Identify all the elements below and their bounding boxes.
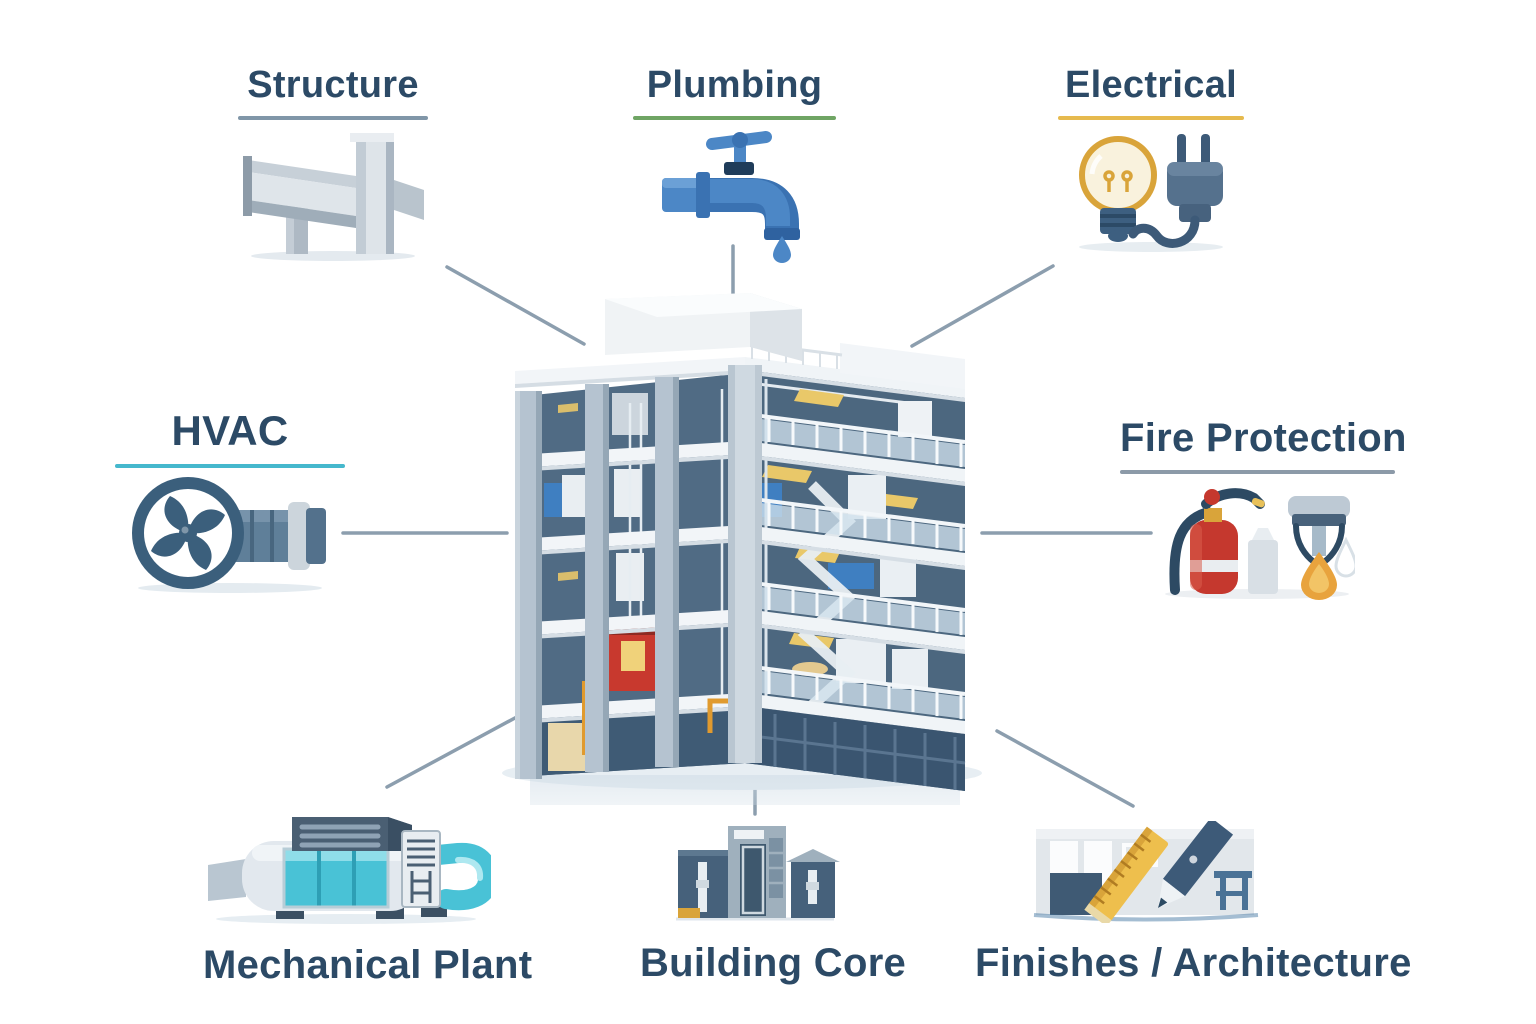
electrical-label: Electrical bbox=[1065, 64, 1237, 106]
hvac-underline bbox=[115, 464, 345, 468]
system-electrical: Electrical bbox=[1058, 62, 1244, 253]
plumbing-underline bbox=[633, 116, 836, 120]
connector-finishes bbox=[995, 729, 1135, 808]
system-fire-protection: Fire Protection bbox=[1120, 414, 1407, 600]
bulb-and-plug-icon bbox=[1071, 128, 1231, 253]
structure-underline bbox=[238, 116, 428, 120]
extinguisher-sprinkler-icon bbox=[1160, 482, 1355, 600]
penthouse bbox=[605, 293, 802, 361]
left-interiors bbox=[544, 389, 724, 713]
plumbing-label: Plumbing bbox=[646, 64, 823, 106]
building-illustration bbox=[500, 285, 990, 805]
fire-protection-underline bbox=[1120, 470, 1395, 474]
faucet-icon bbox=[660, 128, 810, 263]
finishes-architecture-label: Finishes / Architecture bbox=[975, 941, 1412, 985]
roof-volume bbox=[840, 343, 965, 389]
fan-and-duct-icon bbox=[130, 476, 330, 594]
system-hvac: HVAC bbox=[115, 406, 345, 594]
hvac-label: HVAC bbox=[171, 407, 289, 454]
chiller-unit-icon bbox=[206, 803, 491, 925]
ruler-and-pencil-icon bbox=[1028, 821, 1263, 923]
system-plumbing: Plumbing bbox=[633, 62, 836, 263]
system-mechanical-plant: Mechanical Plant bbox=[203, 795, 533, 989]
fire-protection-label: Fire Protection bbox=[1120, 416, 1407, 460]
structure-label: Structure bbox=[247, 64, 419, 106]
electrical-underline bbox=[1058, 116, 1244, 120]
elevator-core-icon bbox=[670, 820, 840, 923]
system-finishes-architecture: Finishes / Architecture bbox=[975, 813, 1412, 987]
system-building-core: Building Core bbox=[640, 812, 907, 987]
mechanical-plant-label: Mechanical Plant bbox=[203, 943, 533, 987]
cutaway-building bbox=[502, 293, 982, 805]
system-structure: Structure bbox=[238, 62, 428, 263]
red-elevator bbox=[608, 627, 660, 691]
storefront bbox=[744, 706, 966, 791]
steel-beam-column-icon bbox=[238, 128, 428, 263]
columns bbox=[515, 365, 762, 779]
building-core-label: Building Core bbox=[640, 941, 907, 985]
